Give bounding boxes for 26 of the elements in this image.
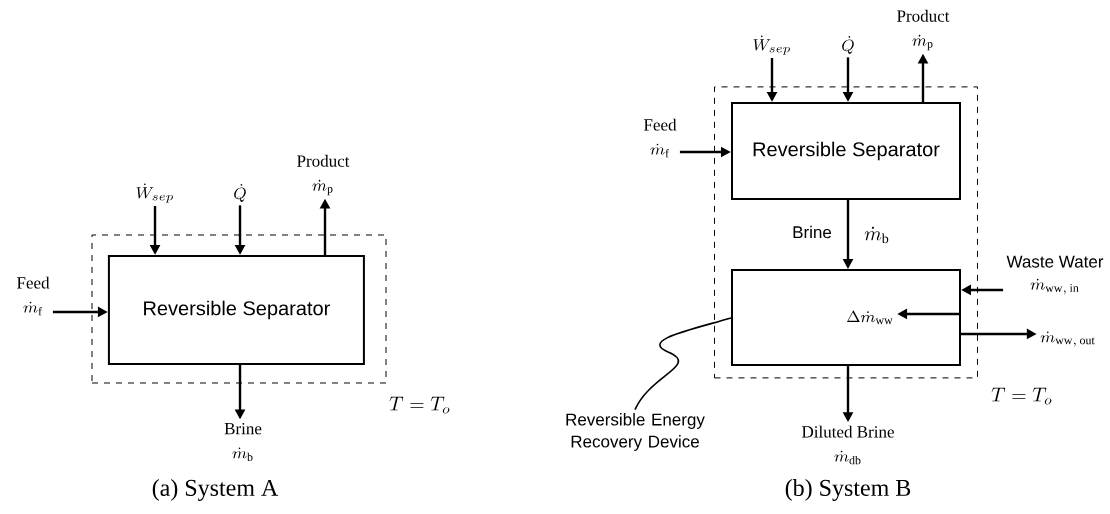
flow-label: Brine $\dot{m}_\mathrm{b}$ [224, 422, 262, 462]
recovery-device-box [731, 269, 961, 367]
flow-label: Feed $\dot{m}_\mathrm{f}$ [17, 276, 50, 316]
temperature-label: $T = T_o$ [389, 396, 450, 414]
flow-label: $\dot{Q}$ [842, 36, 854, 54]
flow-label: $\dot{W}_{sep}$ [136, 183, 173, 203]
flow-label: $\dot{m}_\mathrm{b}$ [864, 226, 889, 244]
flow-label: Feed $\dot{m}_\mathrm{f}$ [644, 118, 677, 158]
flow-label: Waste Water $\dot{m}_\mathrm{ww,\,in}$ [1006, 255, 1104, 295]
flow-label: Product $\dot{m}_\mathrm{p}$ [297, 154, 350, 196]
edge-label: Brine [790, 223, 834, 241]
device-label: Reversible Energy Recovery Device [566, 413, 705, 451]
flow-label: $\dot{m}_\mathrm{ww,\,out}$ [1040, 331, 1095, 347]
temperature-label: $T = T_o$ [991, 387, 1052, 405]
separator-box: Reversible Separator [107, 255, 365, 365]
flow-label: Diluted Brine $\dot{m}_\mathrm{db}$ [802, 425, 894, 465]
separator-box: Reversible Separator [731, 102, 961, 200]
dashed-boundary [91, 234, 387, 384]
dashed-boundary [714, 86, 978, 379]
flow-label: $\Delta\dot{m}_\mathrm{ww}$ [847, 310, 893, 325]
flow-label: $\dot{W}_{sep}$ [753, 35, 790, 55]
subfigure-caption: (a) System A [152, 479, 279, 501]
flow-label: Product $\dot{m}_\mathrm{p}$ [897, 9, 950, 51]
subfigure-caption: (b) System B [785, 479, 911, 501]
leader-line [634, 317, 732, 411]
flow-label: $\dot{Q}$ [234, 184, 246, 202]
